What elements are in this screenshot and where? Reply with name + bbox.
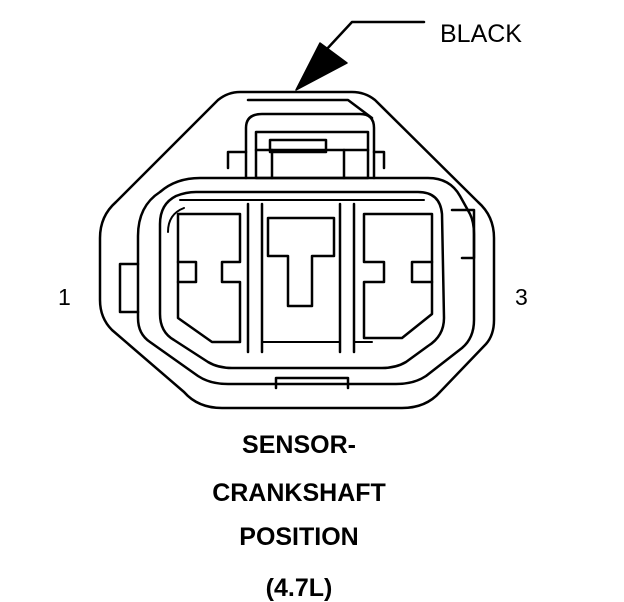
terminal-pin-2 [266,216,336,308]
pin-3-label: 3 [515,284,528,310]
callout-leader [295,20,426,91]
caption-line-1: SENSOR- [242,431,356,459]
cavity-divider-left [246,202,264,354]
cavity-divider-right [338,202,356,354]
locking-tab [226,112,386,180]
connector-outer-ledge [246,98,374,120]
terminal-pin-3 [362,212,434,340]
left-key-tab [118,262,140,314]
caption-line-3: POSITION [239,523,359,551]
caption-line-4: (4.7L) [265,574,333,602]
color-callout-label: BLACK [440,20,522,48]
connector-inner-housing [136,176,476,386]
pin-1-label: 1 [58,284,71,310]
terminal-cavity [158,190,446,370]
right-key-tab [450,208,476,260]
bottom-notch [274,376,350,390]
terminal-pin-1 [176,212,242,344]
connector-outer-housing [98,90,496,410]
caption-line-2: CRANKSHAFT [212,479,386,507]
